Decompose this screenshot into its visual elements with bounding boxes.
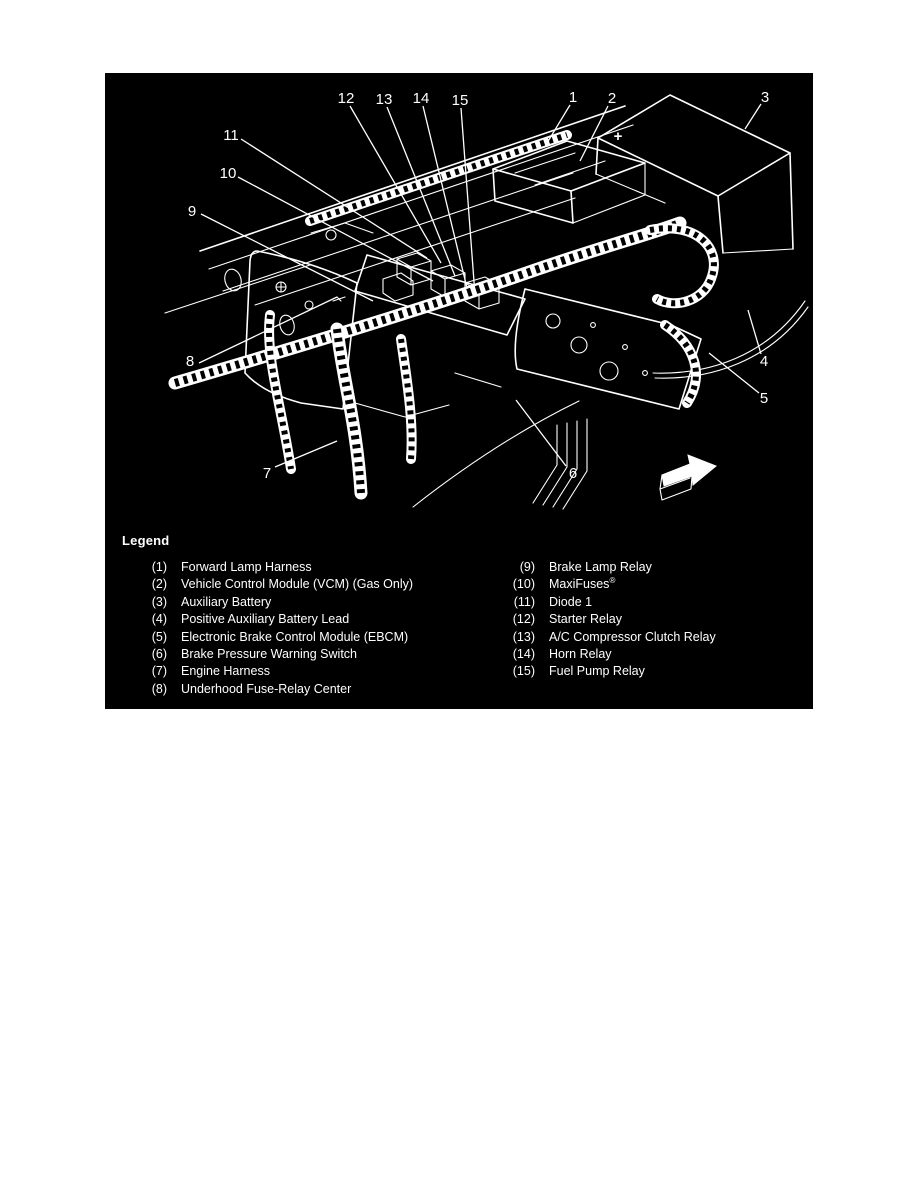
engine-detail-lines [310, 222, 502, 418]
legend-item-4: (4) Positive Auxiliary Battery Lead [151, 612, 350, 627]
callout-2: 2 [608, 90, 616, 107]
legend-item-14: (14) Horn Relay [512, 647, 612, 662]
legend-item-13: (13) A/C Compressor Clutch Relay [512, 629, 716, 644]
callout-12: 12 [338, 90, 355, 107]
auxiliary-battery: + [595, 94, 794, 254]
direction-arrow-icon [659, 454, 717, 501]
plus-icon: + [614, 128, 623, 145]
brake-pipes [532, 418, 588, 510]
callout-numbers: 1 2 3 4 5 6 7 8 9 10 11 12 13 14 15 [186, 89, 769, 482]
forward-lamp-harness [305, 130, 572, 226]
callout-7: 7 [263, 465, 271, 482]
engine-compartment-diagram: + [164, 89, 809, 510]
legend-title: Legend [122, 533, 170, 548]
positive-battery-lead [652, 300, 809, 379]
leader-lines [198, 103, 762, 468]
legend-item-15: (15) Fuel Pump Relay [512, 664, 645, 679]
callout-15: 15 [452, 92, 469, 109]
legend-item-9: (9) Brake Lamp Relay [519, 560, 652, 574]
legend-item-10: (10) MaxiFuses® [512, 576, 616, 592]
legend-column-right: (9) Brake Lamp Relay (10) MaxiFuses® (11… [490, 559, 716, 681]
callout-3: 3 [761, 89, 769, 106]
ebcm-module [514, 288, 702, 410]
callout-6: 6 [569, 465, 577, 482]
callout-4: 4 [760, 353, 768, 370]
callout-5: 5 [760, 390, 768, 407]
callout-13: 13 [376, 91, 393, 108]
figure-panel: + [105, 73, 813, 709]
callout-8: 8 [186, 353, 194, 370]
callout-14: 14 [413, 90, 430, 107]
legend-item-1: (1) Forward Lamp Harness [151, 560, 312, 574]
legend-column-left: (1) Forward Lamp Harness (2) Vehicle Con… [122, 559, 490, 698]
legend-item-8: (8) Underhood Fuse-Relay Center [151, 681, 352, 696]
legend-item-2: (2) Vehicle Control Module (VCM) (Gas On… [151, 577, 414, 592]
legend: Legend (1) Forward Lamp Harness (2) Vehi… [122, 533, 798, 698]
legend-item-3: (3) Auxiliary Battery [151, 594, 272, 609]
harness-loop [645, 223, 719, 309]
legend-item-6: (6) Brake Pressure Warning Switch [151, 647, 357, 662]
callout-10: 10 [220, 165, 237, 182]
legend-item-12: (12) Starter Relay [512, 612, 622, 627]
legend-item-7: (7) Engine Harness [151, 664, 270, 679]
registered-mark: ® [609, 576, 616, 586]
callout-11: 11 [223, 127, 239, 144]
callout-9: 9 [188, 203, 196, 220]
legend-item-11: (11) Diode 1 [513, 594, 593, 609]
callout-1: 1 [569, 89, 577, 106]
wheel-arch-curve [412, 400, 580, 508]
legend-item-5: (5) Electronic Brake Control Module (EBC… [151, 629, 409, 644]
vcm-module [492, 140, 646, 224]
engine-harness-tubes [264, 310, 701, 500]
